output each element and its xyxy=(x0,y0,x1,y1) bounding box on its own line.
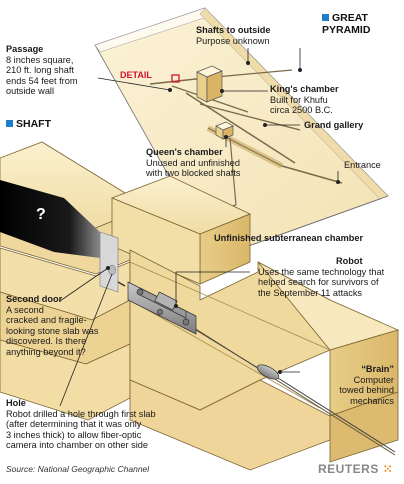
robot-line: the September 11 attacks xyxy=(258,287,363,298)
detail-label: DETAIL xyxy=(120,70,152,80)
shafts-title: Shafts to outside xyxy=(196,25,271,35)
pyramid-outline xyxy=(94,7,389,259)
shafts-body: Purpose unknown xyxy=(196,35,270,46)
brain-title: “Brain” xyxy=(361,364,394,374)
robot-line: helped search for survivors of xyxy=(258,277,379,288)
robot-callout: Robot Uses the same technology that help… xyxy=(252,256,398,298)
robot-model xyxy=(117,281,197,335)
second-door-title: Second door xyxy=(6,294,63,304)
kings-title: King's chamber xyxy=(270,84,339,94)
reuters-wordmark: REUTERS xyxy=(318,462,379,476)
hole-title: Hole xyxy=(6,398,26,408)
hole-line: camera into chamber on other side xyxy=(6,440,148,451)
section-shaft-label: SHAFT xyxy=(16,118,51,130)
hole-line: Robot drilled a hole through first slab xyxy=(6,408,156,419)
passage-line: ends 54 feet from xyxy=(6,75,78,86)
queens-chamber-callout: Queen's chamber Unused and unfinished wi… xyxy=(146,147,243,179)
section-marker xyxy=(6,120,13,127)
section-shaft: SHAFT xyxy=(6,118,51,130)
hole-line: (after determining that it was only xyxy=(6,419,142,430)
kings-chamber-model xyxy=(196,65,223,103)
queens-line: with two blocked shafts xyxy=(146,168,241,179)
robot-title: Robot xyxy=(336,256,363,266)
brain-callout: “Brain” Computer towed behind mechanics xyxy=(330,364,394,406)
passage-callout: Passage 8 inches square, 210 ft. long sh… xyxy=(6,44,78,97)
entrance-label: Entrance xyxy=(344,160,381,170)
reuters-dots-icon: ⁙ xyxy=(382,462,394,476)
passage-line: 210 ft. long shaft xyxy=(6,65,74,76)
second-door-line: A second xyxy=(6,304,44,315)
hole-line: 3 inches thick) to allow fiber-optic xyxy=(6,429,142,440)
shaft-leaders xyxy=(59,265,300,407)
question-mark: ? xyxy=(36,206,46,223)
queens-line: Unused and unfinished xyxy=(146,157,240,168)
detail-marker xyxy=(171,74,180,83)
hole-callout: Hole Robot drilled a hole through first … xyxy=(6,398,156,451)
title-line1: GREAT xyxy=(332,12,368,24)
stone-slab xyxy=(99,231,119,293)
second-door-line: discovered. Is there xyxy=(6,336,87,347)
second-door-line: anything beyond it? xyxy=(6,346,86,357)
grand-gallery-callout: Grand gallery xyxy=(304,120,363,131)
gallery-title: Grand gallery xyxy=(304,120,364,130)
queens-title: Queen's chamber xyxy=(146,147,223,157)
kings-line: circa 2500 B.C. xyxy=(270,105,333,116)
source-credit: Source: National Geographic Channel xyxy=(6,464,150,474)
passage-line: 8 inches square, xyxy=(6,54,74,65)
second-door-callout: Second door A second cracked and fragile… xyxy=(6,294,98,358)
subterranean-label: Unfinished subterranean chamber xyxy=(214,233,364,243)
title-marker xyxy=(322,14,329,21)
passage-line: outside wall xyxy=(6,86,55,97)
passage-title: Passage xyxy=(6,44,44,54)
title-line2: PYRAMID xyxy=(322,24,371,36)
kings-line: Built for Khufu xyxy=(270,94,328,105)
shaft-blocks xyxy=(0,141,400,471)
second-door-line: looking stone slab was xyxy=(6,325,99,336)
brain-line: Computer xyxy=(353,374,394,385)
second-door-line: cracked and fragile- xyxy=(6,315,87,326)
title-great-pyramid: GREAT PYRAMID xyxy=(322,12,370,36)
brain-model xyxy=(195,329,396,453)
brain-line: towed behind xyxy=(339,385,394,396)
shafts-callout: Shafts to outside Purpose unknown xyxy=(196,25,271,46)
robot-line: Uses the same technology that xyxy=(258,266,385,277)
kings-chamber-callout: King's chamber Built for Khufu circa 250… xyxy=(270,84,339,116)
brain-line: mechanics xyxy=(350,395,394,406)
reuters-logo: REUTERS ⁙ xyxy=(318,462,393,476)
